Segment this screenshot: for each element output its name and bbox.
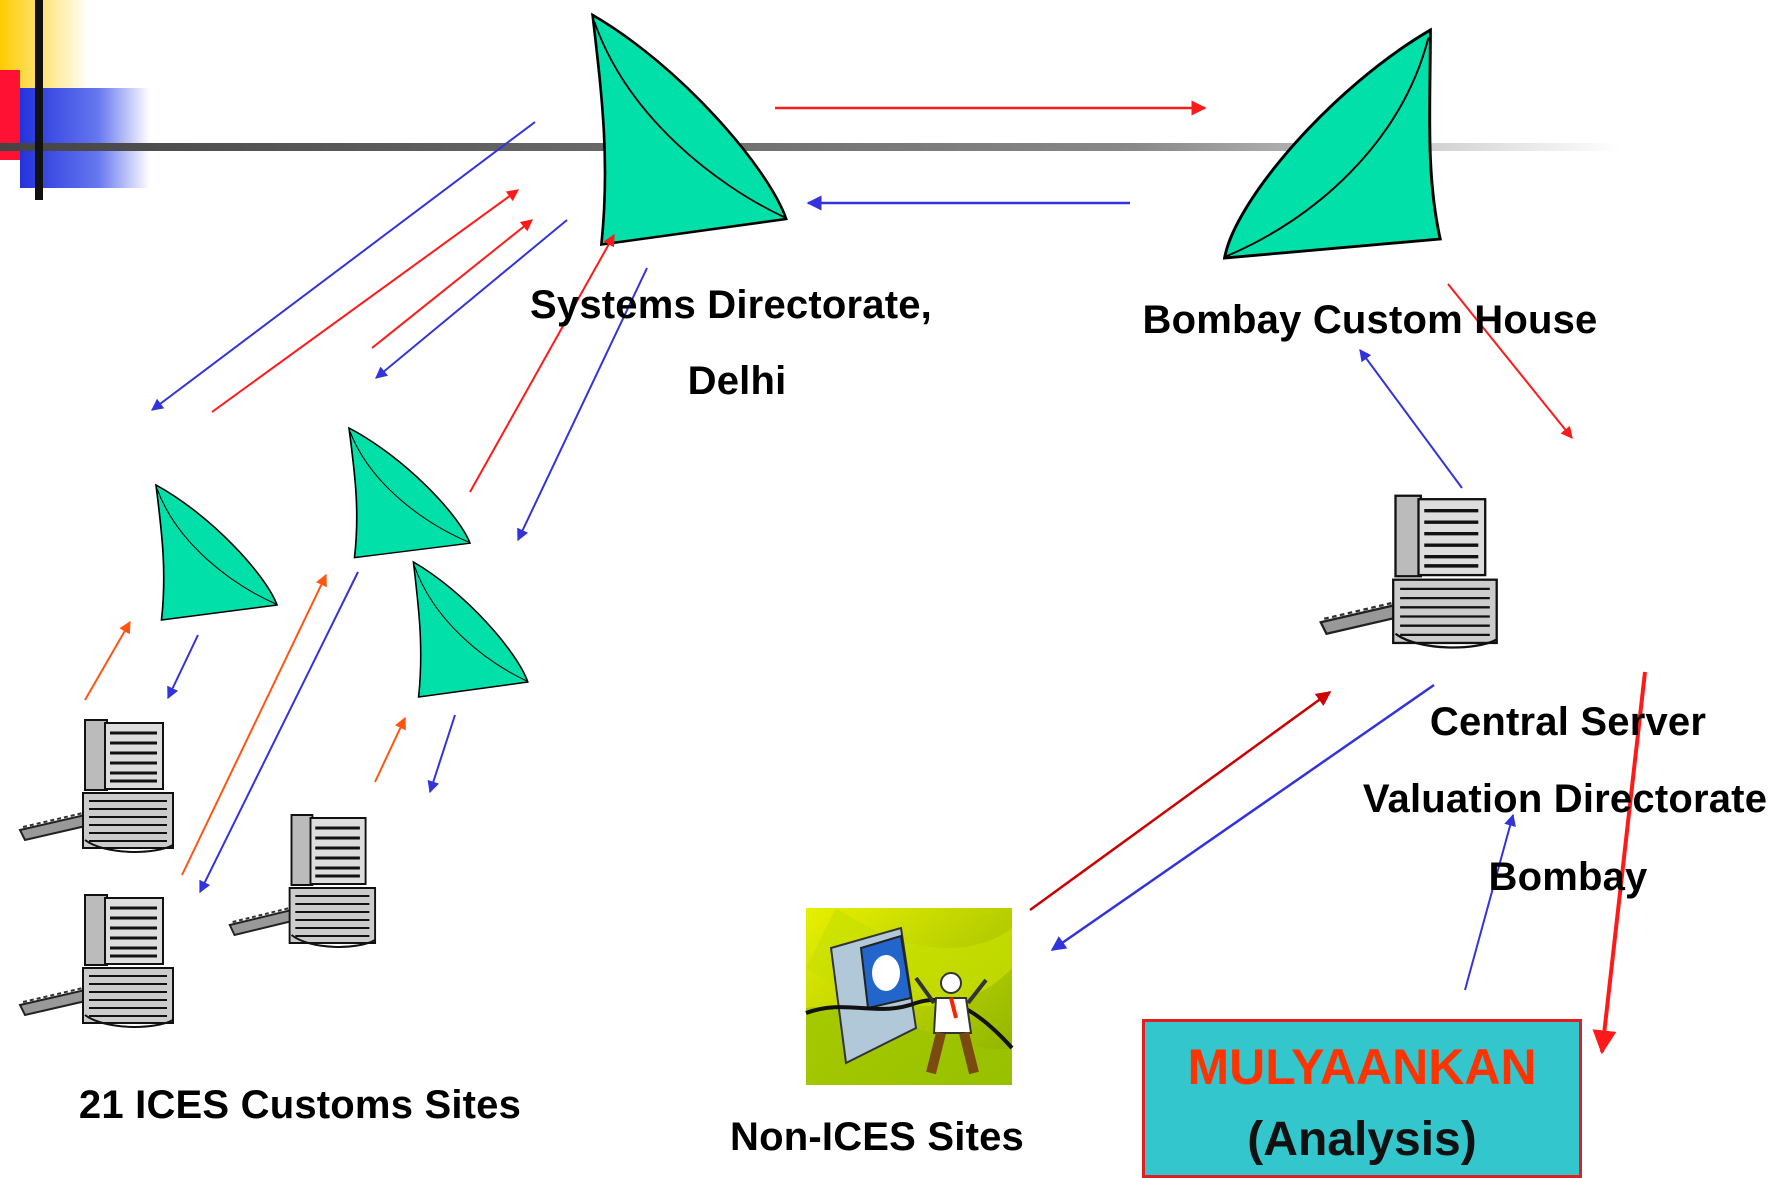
- systems-directorate-label: Systems Directorate,: [530, 283, 932, 327]
- valuation-directorate-label: Valuation Directorate: [1362, 777, 1768, 821]
- satellite-dish-icon: [591, 13, 788, 246]
- bombay-custom-house-label: Bombay Custom House: [1142, 298, 1598, 342]
- central-server-label: Central Server: [1429, 700, 1707, 744]
- clipart-person-computer-icon: [805, 908, 1014, 1085]
- analysis-box-title: MULYAANKAN: [1187, 1039, 1537, 1095]
- delhi-label: Delhi: [687, 359, 787, 403]
- satellite-dish-icon: [348, 427, 471, 559]
- satellite-dish-icon: [412, 561, 529, 698]
- satellite-dish-icon: [155, 484, 278, 621]
- desktop-computer-icon: [1319, 494, 1499, 650]
- corner-decoration: [0, 0, 1620, 200]
- mulyaankan-analysis-box: MULYAANKAN (Analysis): [1142, 1019, 1582, 1178]
- ices-sites-label: 21 ICES Customs Sites: [78, 1083, 522, 1127]
- non-ices-sites-label: Non-ICES Sites: [730, 1115, 1024, 1159]
- bombay-label: Bombay: [1488, 855, 1648, 899]
- desktop-computer-icon: [18, 893, 175, 1029]
- desktop-computer-icon: [228, 813, 377, 949]
- analysis-box-subtitle: (Analysis): [1247, 1113, 1477, 1166]
- desktop-computer-icon: [18, 718, 175, 854]
